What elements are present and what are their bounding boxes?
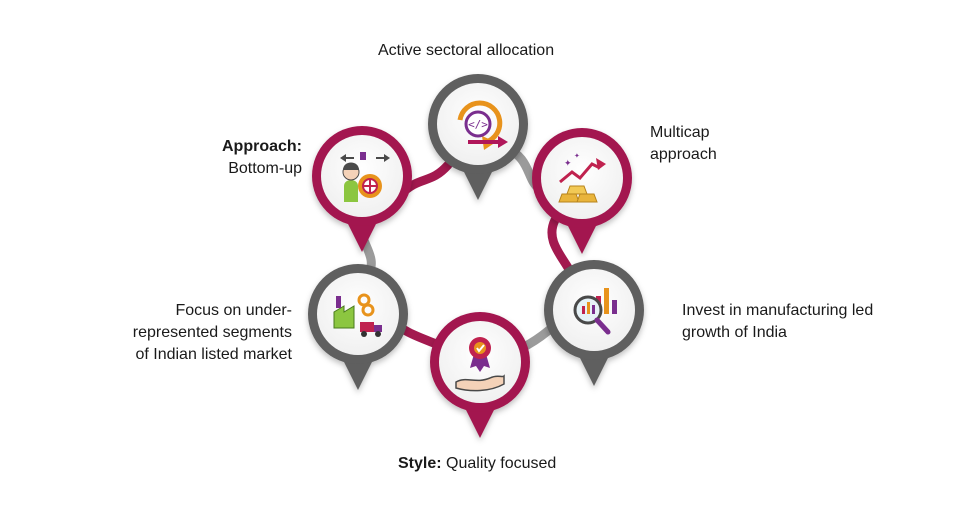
label-approach: Approach: Bottom-up bbox=[210, 136, 302, 180]
node-style bbox=[430, 312, 530, 438]
chart-magnifier-icon bbox=[573, 288, 617, 335]
label-manufacturing-line2: growth of India bbox=[682, 324, 787, 341]
label-style-rest: Quality focused bbox=[441, 455, 557, 472]
node-approach bbox=[312, 126, 412, 252]
label-focus: Focus on under- represented segments of … bbox=[95, 300, 292, 366]
label-approach-bold: Approach: bbox=[222, 138, 302, 155]
factory-truck-icon bbox=[333, 293, 382, 337]
label-multicap-line1: Multicap bbox=[650, 124, 710, 141]
label-multicap: Multicap approach bbox=[650, 122, 717, 166]
label-sectoral-text: Active sectoral allocation bbox=[378, 42, 555, 59]
label-focus-line3: of Indian listed market bbox=[135, 346, 292, 363]
label-style-bold: Style: bbox=[398, 455, 442, 472]
svg-text:✦: ✦ bbox=[564, 158, 572, 168]
label-manufacturing-line1: Invest in manufacturing led bbox=[682, 302, 874, 319]
node-sectoral: </> bbox=[428, 74, 528, 200]
node-manufacturing bbox=[544, 260, 644, 386]
label-sectoral: Active sectoral allocation bbox=[378, 40, 554, 62]
label-focus-line1: Focus on under- bbox=[175, 302, 292, 319]
label-focus-line2: represented segments bbox=[132, 324, 292, 341]
node-multicap: ✦ ✦ bbox=[532, 128, 632, 254]
label-style: Style: Quality focused bbox=[398, 453, 556, 475]
gold-growth-icon: ✦ ✦ bbox=[558, 152, 606, 203]
code-cycle-icon: </> bbox=[457, 100, 508, 150]
svg-text:✦: ✦ bbox=[574, 152, 580, 160]
svg-text:</>: </> bbox=[468, 118, 488, 131]
person-gear-icon bbox=[340, 152, 390, 202]
label-approach-rest: Bottom-up bbox=[228, 160, 302, 177]
quality-hand-icon bbox=[455, 337, 505, 392]
label-multicap-line2: approach bbox=[650, 146, 717, 163]
label-manufacturing: Invest in manufacturing led growth of In… bbox=[682, 300, 873, 344]
node-focus bbox=[308, 264, 408, 390]
